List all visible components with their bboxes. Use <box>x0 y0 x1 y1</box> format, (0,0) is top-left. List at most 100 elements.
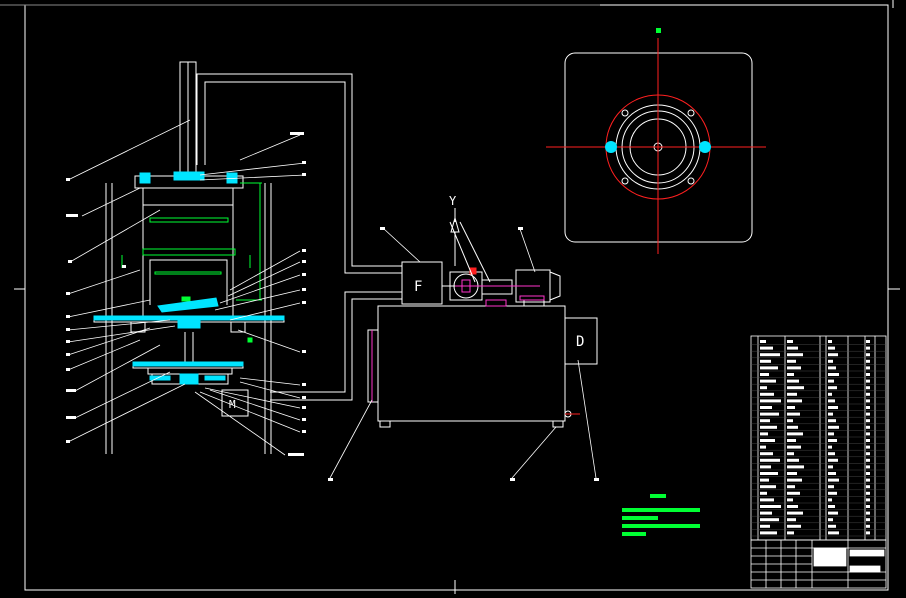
label-marks-middle <box>328 227 599 481</box>
parts-cell-mark <box>866 531 870 535</box>
parts-cell-mark <box>828 425 839 429</box>
parts-cell-mark <box>866 386 870 390</box>
parts-cell-mark <box>787 445 801 449</box>
parts-cell-mark <box>828 465 833 469</box>
parts-cell-mark <box>828 412 833 416</box>
parts-cell-mark <box>828 478 839 482</box>
parts-cell-mark <box>866 452 870 456</box>
axis-y-label: Y <box>449 194 457 208</box>
parts-cell-mark <box>866 366 870 370</box>
parts-cell-mark <box>787 346 798 350</box>
parts-cell-mark <box>866 373 870 376</box>
parts-cell-mark <box>866 425 870 429</box>
parts-cell-mark <box>787 485 795 489</box>
parts-cell-mark <box>760 524 770 528</box>
parts-cell-mark <box>787 518 796 522</box>
parts-cell-mark <box>866 353 870 357</box>
parts-cell-mark <box>828 379 834 383</box>
parts-cell-mark <box>760 353 780 357</box>
parts-cell-mark <box>760 379 776 383</box>
parts-cell-mark <box>828 524 836 528</box>
parts-cell-mark <box>760 478 769 482</box>
leader-lines-middle <box>329 228 597 479</box>
parts-cell-mark <box>828 399 835 403</box>
parts-cell-mark <box>787 498 793 502</box>
parts-cell-mark <box>760 465 771 469</box>
parts-cell-mark <box>866 465 870 469</box>
parts-cell-mark <box>828 505 835 508</box>
parts-cell-mark <box>828 373 839 376</box>
parts-cell-mark <box>828 340 832 343</box>
parts-cell-mark <box>828 419 836 423</box>
top-view <box>546 28 766 254</box>
parts-cell-mark <box>787 452 794 456</box>
parts-cell-mark <box>760 498 774 502</box>
parts-cell-mark <box>866 472 870 475</box>
parts-cell-mark <box>760 445 766 449</box>
parts-cell-mark <box>866 458 870 462</box>
parts-cell-mark <box>787 432 803 436</box>
parts-cell-mark <box>760 485 776 489</box>
parts-cell-mark <box>828 445 832 449</box>
parts-cell-mark <box>787 439 796 442</box>
parts-cell-mark <box>828 485 834 489</box>
parts-cell-mark <box>866 379 870 383</box>
parts-cell-mark <box>866 419 870 423</box>
parts-cell-mark <box>828 458 838 462</box>
station-accents <box>455 279 545 307</box>
parts-cell-mark <box>787 412 800 416</box>
parts-cell-mark <box>760 452 773 456</box>
parts-cell-mark <box>787 399 802 403</box>
parts-cell-mark <box>828 366 836 370</box>
parts-cell-mark <box>828 346 835 350</box>
parts-cell-mark <box>787 505 798 508</box>
parts-cell-mark <box>828 472 836 475</box>
parts-cell-mark <box>866 478 870 482</box>
box-d-label: D <box>576 334 584 350</box>
parts-cell-mark <box>787 359 796 363</box>
parts-cell-mark <box>828 386 837 390</box>
parts-cell-mark <box>787 425 798 429</box>
parts-cell-mark <box>828 406 838 409</box>
parts-cell-mark <box>828 491 837 495</box>
tech-notes <box>622 494 700 536</box>
parts-cell-mark <box>760 458 780 462</box>
parts-cell-mark <box>760 386 767 390</box>
parts-cell-mark <box>828 353 838 357</box>
parts-cell-mark <box>760 412 779 416</box>
parts-cell-mark <box>760 531 777 535</box>
parts-rows <box>751 340 886 537</box>
parts-cell-mark <box>760 419 770 423</box>
parts-cell-mark <box>787 511 803 515</box>
parts-cell-mark <box>760 346 773 350</box>
parts-cell-mark <box>787 386 804 390</box>
parts-cell-mark <box>760 439 775 442</box>
parts-cell-mark <box>787 373 794 376</box>
parts-cell-mark <box>828 518 833 522</box>
parts-cell-mark <box>760 425 777 429</box>
hydraulic-station <box>367 261 598 428</box>
parts-cell-mark <box>787 478 802 482</box>
label-marks <box>66 132 306 456</box>
parts-cell-mark <box>787 531 794 535</box>
parts-list <box>750 335 887 541</box>
parts-cell-mark <box>787 524 801 528</box>
parts-cell-mark <box>787 458 799 462</box>
parts-cell-mark <box>787 379 799 383</box>
parts-cell-mark <box>760 491 767 495</box>
parts-cell-mark <box>760 472 778 475</box>
parts-cell-mark <box>760 505 781 508</box>
parts-cell-mark <box>828 531 839 535</box>
parts-cell-mark <box>760 359 771 363</box>
parts-cell-mark <box>866 406 870 409</box>
parts-cell-mark <box>787 353 803 357</box>
parts-cell-mark <box>866 524 870 528</box>
parts-cell-mark <box>866 439 870 442</box>
parts-cell-mark <box>760 399 781 403</box>
box-m-label: M <box>229 398 236 411</box>
parts-cell-mark <box>787 465 804 469</box>
parts-cell-mark <box>828 359 833 363</box>
parts-cell-mark <box>787 406 795 409</box>
